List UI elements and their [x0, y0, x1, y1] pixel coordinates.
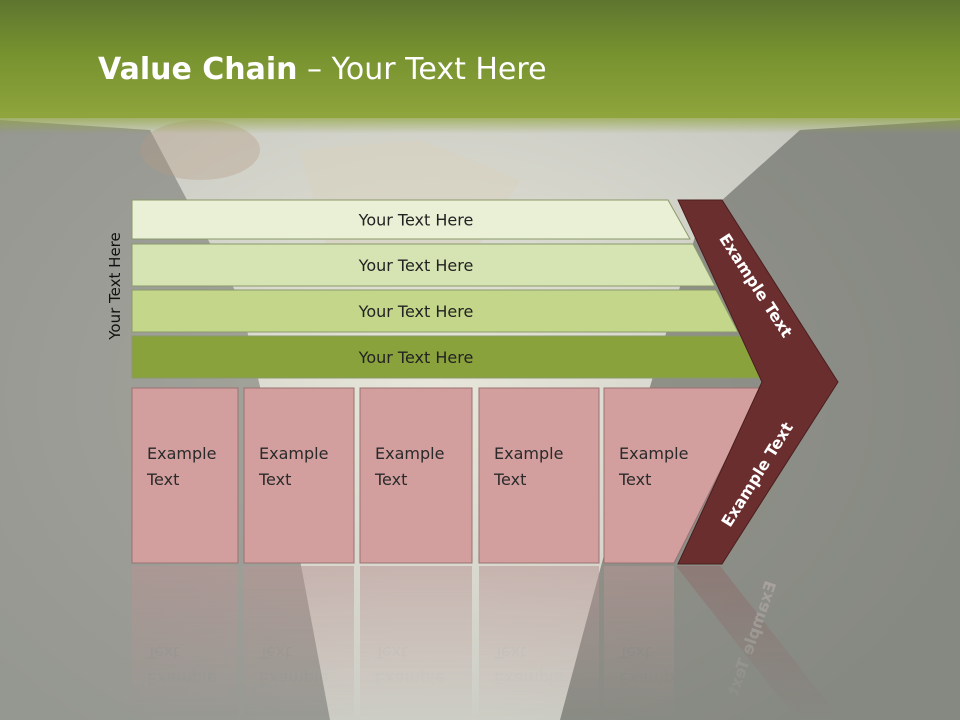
- arrow-reflection: [676, 566, 838, 716]
- cell-1-reflection-line1: Example: [147, 669, 216, 688]
- cell-3-line2: Text: [374, 470, 407, 489]
- cell-3-line1: Example: [375, 444, 444, 463]
- chevron-arrow: Example Text Example Text: [677, 199, 839, 565]
- cell-3-reflection-line1: Example: [375, 669, 444, 688]
- row-1-shape: [131, 199, 691, 240]
- cell-4-reflection-line1: Example: [494, 669, 563, 688]
- row-2-shape: [131, 243, 716, 287]
- title-bar: [0, 0, 960, 118]
- row-1-label: Your Text Here: [358, 211, 474, 230]
- cell-1-reflection-text: Example Text: [146, 643, 216, 688]
- slide-title-bold: Value Chain: [98, 52, 298, 87]
- row-3-label: Your Text Here: [358, 302, 474, 321]
- cell-3-reflection: [360, 566, 472, 716]
- cell-2-reflection: [244, 566, 354, 716]
- cell-4-line1: Example: [494, 444, 563, 463]
- cell-5-reflection-line1: Example: [619, 669, 688, 688]
- cell-2-reflection-line2: Text: [258, 643, 291, 662]
- cell-5-line1: Example: [619, 444, 688, 463]
- cell-4-reflection: [479, 566, 599, 716]
- cell-4-reflection-text: Example Text: [493, 643, 563, 688]
- reflection: ExampleTextExampleTextExampleTextExample…: [132, 566, 838, 716]
- cell-5-reflection-line2: Text: [618, 643, 651, 662]
- row-4-label: Your Text Here: [358, 348, 474, 367]
- cell-4-reflection-line2: Text: [493, 643, 526, 662]
- cell-5-reflection: [604, 566, 674, 716]
- cell-3-reflection-text: Example Text: [374, 643, 444, 688]
- row-3-shape: [131, 289, 739, 333]
- row-2-label: Your Text Here: [358, 256, 474, 275]
- cell-5-reflection-text: Example Text: [618, 643, 688, 688]
- cell-2-line2: Text: [258, 470, 291, 489]
- slide-title-rest: – Your Text Here: [297, 52, 547, 87]
- cell-5-line2: Text: [618, 470, 651, 489]
- slide-title: Value Chain – Your Text Here: [98, 52, 547, 87]
- cell-2-reflection-line1: Example: [259, 669, 328, 688]
- cell-5-shape: [603, 387, 763, 564]
- cell-1-reflection-line2: Text: [146, 643, 179, 662]
- title-bar-fade: [0, 112, 960, 134]
- cell-2-line1: Example: [259, 444, 328, 463]
- cell-1-reflection: [132, 566, 238, 716]
- cell-2-reflection-text: Example Text: [258, 643, 328, 688]
- cell-4-shape: [478, 387, 600, 564]
- cell-2-shape: [243, 387, 355, 564]
- chevron-shape: [677, 199, 839, 565]
- cell-1-shape: [131, 387, 239, 564]
- cell-1-line2: Text: [146, 470, 179, 489]
- cell-1-line1: Example: [147, 444, 216, 463]
- cell-3-shape: [359, 387, 473, 564]
- cell-3-reflection-line2: Text: [374, 643, 407, 662]
- cell-4-line2: Text: [493, 470, 526, 489]
